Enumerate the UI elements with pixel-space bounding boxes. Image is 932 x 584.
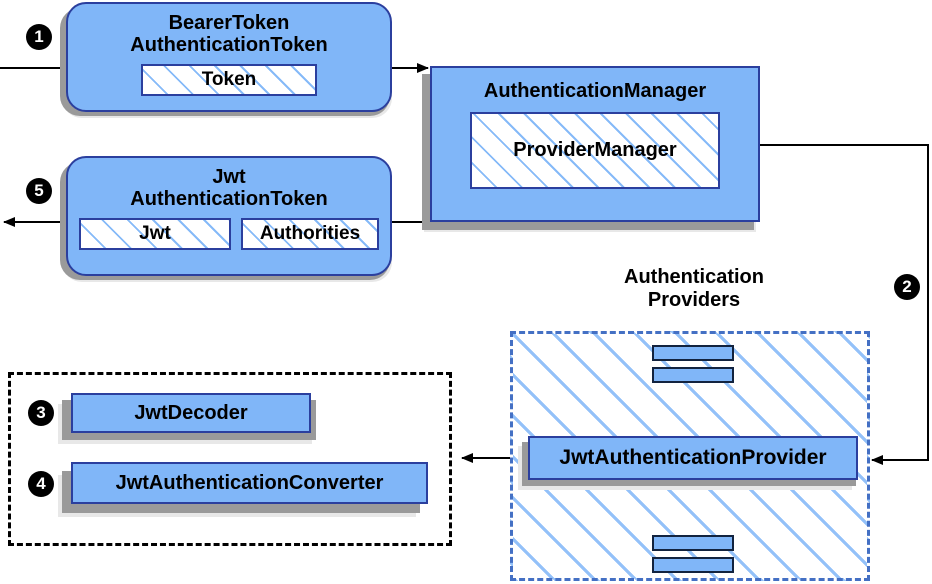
provider-stub-top-1 bbox=[652, 345, 734, 361]
provider-stub-top-2 bbox=[652, 367, 734, 383]
badge-step-1: 1 bbox=[26, 24, 52, 50]
jwt-authentication-converter-title: JwtAuthenticationConverter bbox=[115, 471, 384, 494]
node-jwt-decoder[interactable]: JwtDecoder bbox=[71, 393, 311, 433]
node-authentication-manager[interactable]: AuthenticationManager ProviderManager bbox=[430, 66, 760, 222]
jwt-components-group bbox=[8, 372, 452, 546]
jwt-token-subbox-jwt: Jwt bbox=[79, 217, 231, 250]
jwt-token-title: Jwt AuthenticationToken bbox=[130, 166, 328, 211]
jwt-decoder-title: JwtDecoder bbox=[134, 401, 248, 424]
jwt-token-subbox-row: Jwt Authorities bbox=[79, 217, 379, 250]
node-bearer-token-authentication-token[interactable]: BearerToken AuthenticationToken Token bbox=[66, 2, 392, 112]
bearer-token-subbox-token: Token bbox=[141, 63, 317, 96]
badge-step-2: 2 bbox=[894, 274, 920, 300]
node-jwt-authentication-token[interactable]: Jwt AuthenticationToken Jwt Authorities bbox=[66, 156, 392, 276]
badge-step-3: 3 bbox=[28, 400, 54, 426]
badge-step-5: 5 bbox=[26, 178, 52, 204]
jwt-token-subbox-authorities: Authorities bbox=[241, 217, 379, 250]
provider-stub-bottom-1 bbox=[652, 535, 734, 551]
bearer-token-title: BearerToken AuthenticationToken bbox=[130, 12, 328, 57]
authentication-providers-label: Authentication Providers bbox=[624, 266, 764, 311]
authentication-manager-subbox-provider-manager: ProviderManager bbox=[470, 112, 720, 190]
jwt-authentication-provider-title: JwtAuthenticationProvider bbox=[559, 446, 827, 470]
badge-step-4: 4 bbox=[28, 471, 54, 497]
authentication-manager-title: AuthenticationManager bbox=[483, 80, 707, 102]
node-jwt-authentication-converter[interactable]: JwtAuthenticationConverter bbox=[71, 462, 428, 504]
provider-stub-bottom-2 bbox=[652, 557, 734, 573]
node-jwt-authentication-provider[interactable]: JwtAuthenticationProvider bbox=[528, 436, 858, 480]
